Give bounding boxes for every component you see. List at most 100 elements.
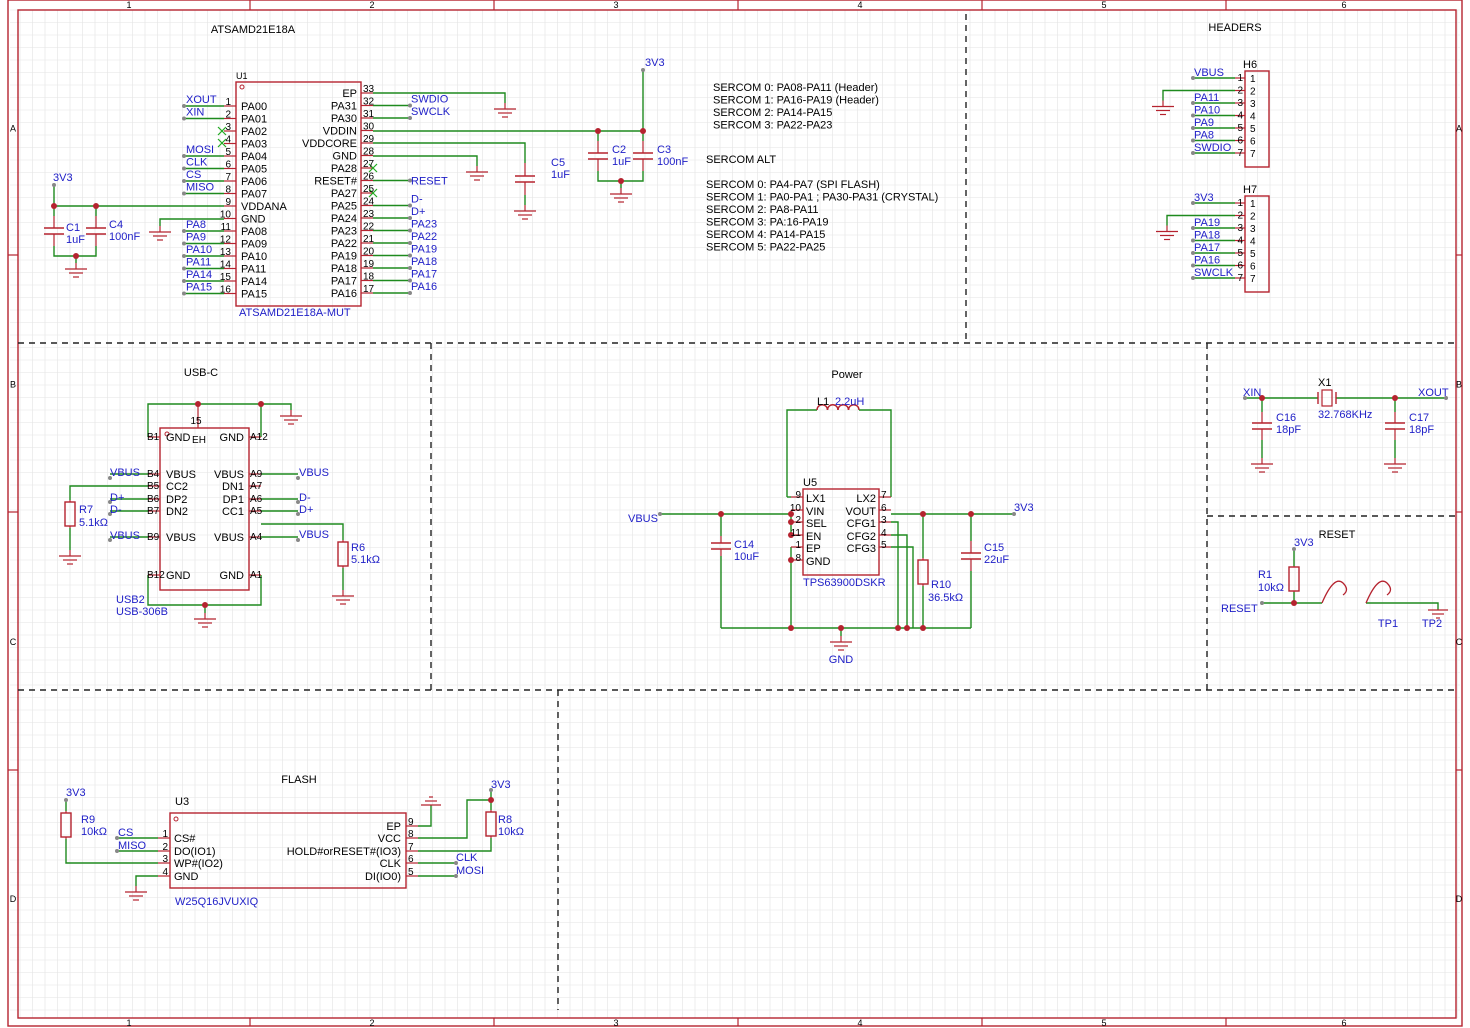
u1-pin-num: 32: [363, 97, 375, 108]
power-flag: [115, 836, 119, 840]
net-3v3: 3V3: [645, 57, 665, 69]
u1-pin-num: 17: [363, 284, 375, 295]
inner-border: [17, 9, 1457, 1019]
u5-pin-name: GND: [806, 556, 831, 568]
junction-dot: [895, 625, 901, 631]
u1-pin-num: 10: [220, 210, 232, 221]
u3-pin-num: 8: [408, 829, 414, 840]
power-flag: [108, 500, 112, 504]
cap-value: 100nF: [657, 156, 688, 168]
power-flag: [408, 266, 412, 270]
power-flag: [182, 241, 186, 246]
u1-pin-name: PA09: [241, 239, 267, 251]
cap-ref: C5: [551, 157, 565, 169]
usb-pin-num: B1: [147, 432, 160, 443]
power-vout: 3V3: [1014, 502, 1034, 514]
u3-pin-name: CLK: [380, 858, 402, 870]
cap-ref: C4: [109, 219, 123, 231]
u5-pin-num: 4: [881, 528, 887, 539]
h6-net: SWDIO: [1194, 142, 1232, 154]
u5-pin-name: LX1: [806, 493, 826, 505]
u3-pin-name: GND: [174, 871, 199, 883]
u1-pin-num: 15: [220, 272, 232, 283]
h7-pin-num: 4: [1237, 236, 1243, 247]
u3-pin-name: DO(IO1): [174, 846, 216, 858]
border-col-label: 5: [1101, 0, 1106, 10]
wire: [135, 875, 158, 886]
power-flag: [1260, 601, 1264, 605]
u1-pin-name: PA16: [331, 288, 357, 300]
h7-net: PA17: [1194, 242, 1220, 254]
sercom-note: SERCOM 2: PA14-PA15: [713, 107, 832, 119]
h6-net: PA10: [1194, 105, 1220, 117]
u1-net: PA15: [186, 282, 212, 294]
u1-net: MOSI: [186, 144, 214, 156]
wire: [65, 839, 158, 864]
u1-net: PA23: [411, 219, 437, 231]
usb-pin-name: VBUS: [166, 469, 196, 481]
power-flag: [115, 849, 119, 853]
wire: [891, 534, 908, 628]
power-flag: [1191, 151, 1195, 155]
h7-pin-num: 1: [1237, 198, 1243, 209]
u3-pin-name: WP#(IO2): [174, 858, 223, 870]
power-flag: [182, 179, 186, 183]
junction-dot: [1291, 600, 1297, 606]
usb-pin-name: CC1: [222, 506, 244, 518]
res-ref: R6: [351, 542, 365, 554]
h6-pin-num: 7: [1237, 148, 1243, 159]
u1-net: PA16: [411, 281, 437, 293]
u5-pin-num: 8: [795, 553, 801, 564]
u1-pin-num: 23: [363, 209, 375, 220]
power-flag: [1292, 547, 1296, 551]
resistor-body: [485, 811, 497, 837]
power-flag: [1191, 238, 1195, 243]
u5-pin-name: SEL: [806, 518, 827, 530]
u1-pin-num: 8: [225, 185, 231, 196]
section-title-usbc: USB-C: [184, 367, 218, 379]
power-flag: [182, 229, 186, 233]
power-flag: [1243, 396, 1247, 400]
power-flag: [408, 278, 412, 283]
test-point: [1321, 580, 1348, 604]
u1-pin-num: 24: [363, 197, 375, 208]
u1-pin-name: PA10: [241, 251, 267, 263]
power-flag: [454, 861, 458, 865]
power-flag: [182, 116, 186, 121]
u1-pin-name: PA07: [241, 189, 267, 201]
power-flag: [64, 798, 68, 802]
res-ref: R9: [81, 814, 95, 826]
sercom-note: SERCOM 0: PA08-PA11 (Header): [713, 82, 878, 94]
usb-pin-name: GND: [166, 570, 191, 582]
usb-pin-num: A12: [250, 432, 268, 443]
h7-pin-num: 5: [1250, 249, 1256, 260]
u1-pin-num: 2: [225, 110, 231, 121]
u5-pin-num: 5: [881, 540, 887, 551]
section-title-mcu: ATSAMD21E18A: [211, 24, 296, 36]
u1-pin-name: PA31: [331, 101, 357, 113]
wire: [418, 805, 432, 827]
power-flag: [296, 476, 300, 480]
power-flag: [52, 183, 56, 187]
junction-dot: [51, 203, 57, 209]
u1-net: CS: [186, 169, 201, 181]
usb-net: D+: [110, 492, 124, 504]
res-value: 5.1kΩ: [79, 517, 108, 529]
u1-pin-num: 14: [220, 260, 232, 271]
junction-dot: [788, 532, 794, 538]
section-title-power: Power: [831, 369, 863, 381]
res-value: 10kΩ: [81, 826, 107, 838]
u5-pin-name: EP: [806, 543, 821, 555]
junction-dot: [1259, 395, 1265, 401]
junction-dot: [618, 178, 624, 184]
power-flag: [296, 512, 300, 516]
u1-pin-name: GND: [333, 151, 358, 163]
junction-dot: [258, 401, 264, 407]
u5-pin-name: CFG1: [847, 518, 876, 530]
u3-pin-num: 5: [408, 867, 414, 878]
h7-pin-num: 1: [1250, 199, 1256, 210]
power-flag: [489, 788, 493, 792]
u1-net: SWCLK: [411, 106, 451, 118]
border-row-label: B: [1456, 380, 1462, 390]
